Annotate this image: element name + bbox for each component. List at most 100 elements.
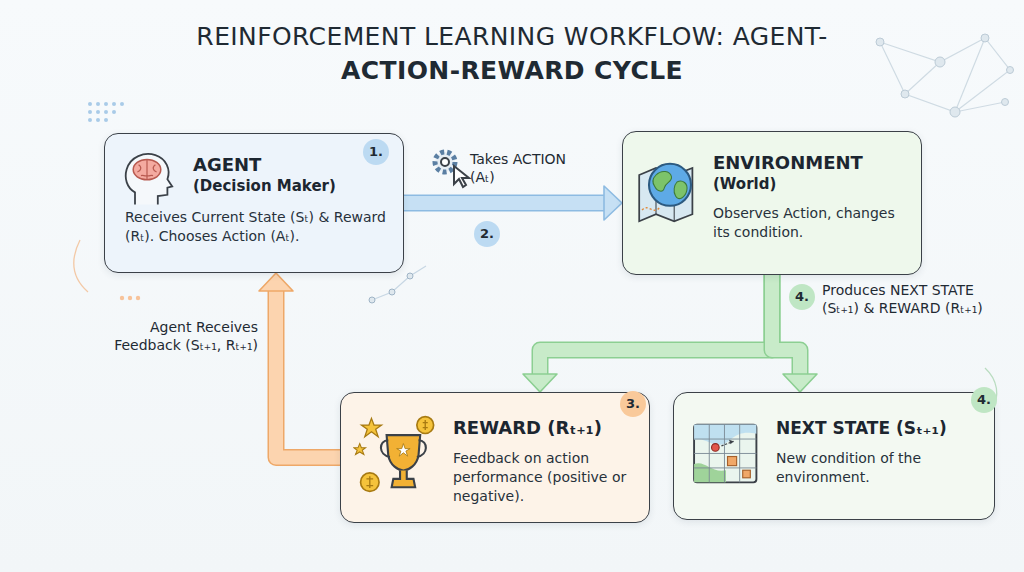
callout-number: 1.: [363, 139, 389, 165]
brain-icon-part: [133, 159, 161, 179]
background-decoration-part: [435, 152, 469, 187]
trophy-icon-part: [387, 435, 421, 470]
flow-arrow: [404, 186, 622, 220]
arrow-head: [604, 186, 622, 220]
background-decoration-part: [369, 273, 413, 303]
trophy-icon-part: [381, 440, 426, 457]
trophy-icon-part: [397, 444, 410, 457]
background-decoration-part-part: [136, 296, 140, 300]
callout-number: 4.: [971, 387, 997, 413]
background-decoration-part-part: [112, 102, 116, 106]
flow-arrow: [259, 273, 340, 458]
globe-icon: [635, 154, 705, 224]
background-decoration-part-part: [1007, 67, 1014, 74]
background-decoration-part-part: [435, 152, 455, 172]
arrow-head: [783, 374, 817, 392]
trophy-icon-part: [366, 476, 373, 488]
background-decoration-part: [880, 38, 1010, 112]
grid-icon-part: [728, 457, 737, 466]
arrow-outline: [540, 275, 772, 376]
callout-number: 4.: [789, 284, 815, 310]
environment-box: ENVIRONMENT(World) Observes Action, chang…: [622, 131, 922, 275]
brain-icon-part: [126, 154, 172, 204]
globe-icon-part: [653, 171, 672, 191]
node-subheading: (Decision Maker): [193, 176, 389, 196]
background-decoration-part-part: [88, 118, 92, 122]
arrow-body: [276, 289, 340, 458]
trophy-icon-part: [361, 418, 381, 436]
background-decoration-part: [876, 34, 1014, 117]
background-decoration-part-part: [407, 273, 413, 279]
grid-icon: [688, 417, 764, 493]
background-decoration-part-part: [88, 102, 92, 106]
node-body: Feedback on action performance (positive…: [453, 449, 635, 506]
background-decoration-part-part: [441, 158, 449, 166]
background-decoration-part-part: [128, 296, 132, 300]
globe-icon-part: [642, 207, 660, 210]
node-heading: REWARD (Rₜ₊₁): [453, 417, 635, 439]
callout-number: 3.: [620, 391, 646, 417]
background-decoration-part-part: [96, 118, 100, 122]
grid-icon-part: [712, 444, 720, 452]
arrow-head: [523, 374, 557, 392]
background-decoration-part-part: [935, 57, 945, 67]
background-decoration-part-part: [88, 110, 92, 114]
trophy-icon-part: [354, 444, 366, 455]
node-body: Receives Current State (Sₜ) & Reward (Rₜ…: [125, 208, 389, 246]
grid-icon-part: [694, 425, 756, 483]
background-decoration-part: [120, 296, 140, 300]
trophy-icon-part: [417, 417, 434, 434]
node-heading: ENVIRONMENT: [713, 152, 907, 174]
background-decoration-part-part: [880, 38, 1010, 112]
flow-arrow: [523, 275, 772, 392]
node-subheading: (World): [713, 174, 907, 194]
globe-icon-part: [649, 164, 691, 206]
node-body: Observes Action, changes its condition.: [713, 204, 907, 242]
arrow-head: [259, 273, 293, 291]
background-decoration-part-part: [96, 110, 100, 114]
background-decoration-part: [88, 102, 124, 122]
background-decoration-part-part: [104, 118, 108, 122]
trophy-icon-part: [361, 473, 379, 491]
background-decoration-part: [74, 240, 88, 292]
arrow-body: [540, 275, 772, 376]
background-decoration-part-part: [950, 107, 960, 117]
background-decoration-part-part: [369, 297, 375, 303]
globe-icon-part: [674, 181, 687, 198]
reward-box: REWARD (Rₜ₊₁) Feedback on action performa…: [340, 392, 650, 523]
title-block: REINFORCEMENT LEARNING WORKFLOW: AGENT-A…: [0, 20, 1024, 88]
background-decoration-part-part: [104, 102, 108, 106]
background-decoration-part-part: [454, 166, 469, 187]
grid-icon-part: [694, 463, 726, 482]
state-box: NEXT STATE (Sₜ₊₁) New condition of the en…: [673, 392, 995, 520]
background-decoration-part-part: [901, 90, 909, 98]
node-heading: NEXT STATE (Sₜ₊₁): [776, 417, 980, 439]
background-decoration-part-part: [389, 289, 395, 295]
brain-icon-part: [137, 160, 156, 179]
background-decoration-part-part: [96, 102, 100, 106]
grid-icon-part: [694, 425, 756, 445]
grid-icon-part: [694, 425, 756, 483]
flow-arrow: [772, 275, 817, 392]
background-decoration-part-part: [104, 110, 108, 114]
callout-number: 2.: [474, 221, 500, 247]
background-decoration-part-part: [120, 102, 124, 106]
grid-icon-part: [743, 470, 751, 478]
background-decoration-part-part: [876, 38, 884, 46]
edge-label: Produces NEXT STATE (Sₜ₊₁) & REWARD (Rₜ₊…: [822, 281, 1000, 317]
trophy-icon: [353, 415, 437, 499]
edge-label: Takes ACTION (Aₜ): [470, 150, 568, 186]
brain-icon: [117, 148, 177, 208]
background-decoration-part-part: [981, 34, 989, 42]
arrow-body: [404, 196, 606, 210]
background-decoration-part-part: [120, 296, 124, 300]
trophy-icon-part: [392, 470, 416, 487]
background-decoration-part-part: [112, 110, 116, 114]
background-decoration-part-part: [1002, 99, 1009, 106]
node-body: New condition of the environment.: [776, 449, 980, 487]
arrow-outline: [276, 289, 340, 458]
edge-label: Agent Receives Feedback (Sₜ₊₁, Rₜ₊₁): [83, 318, 258, 354]
grid-icon-part: [729, 440, 734, 445]
arrow-outline: [404, 195, 606, 212]
